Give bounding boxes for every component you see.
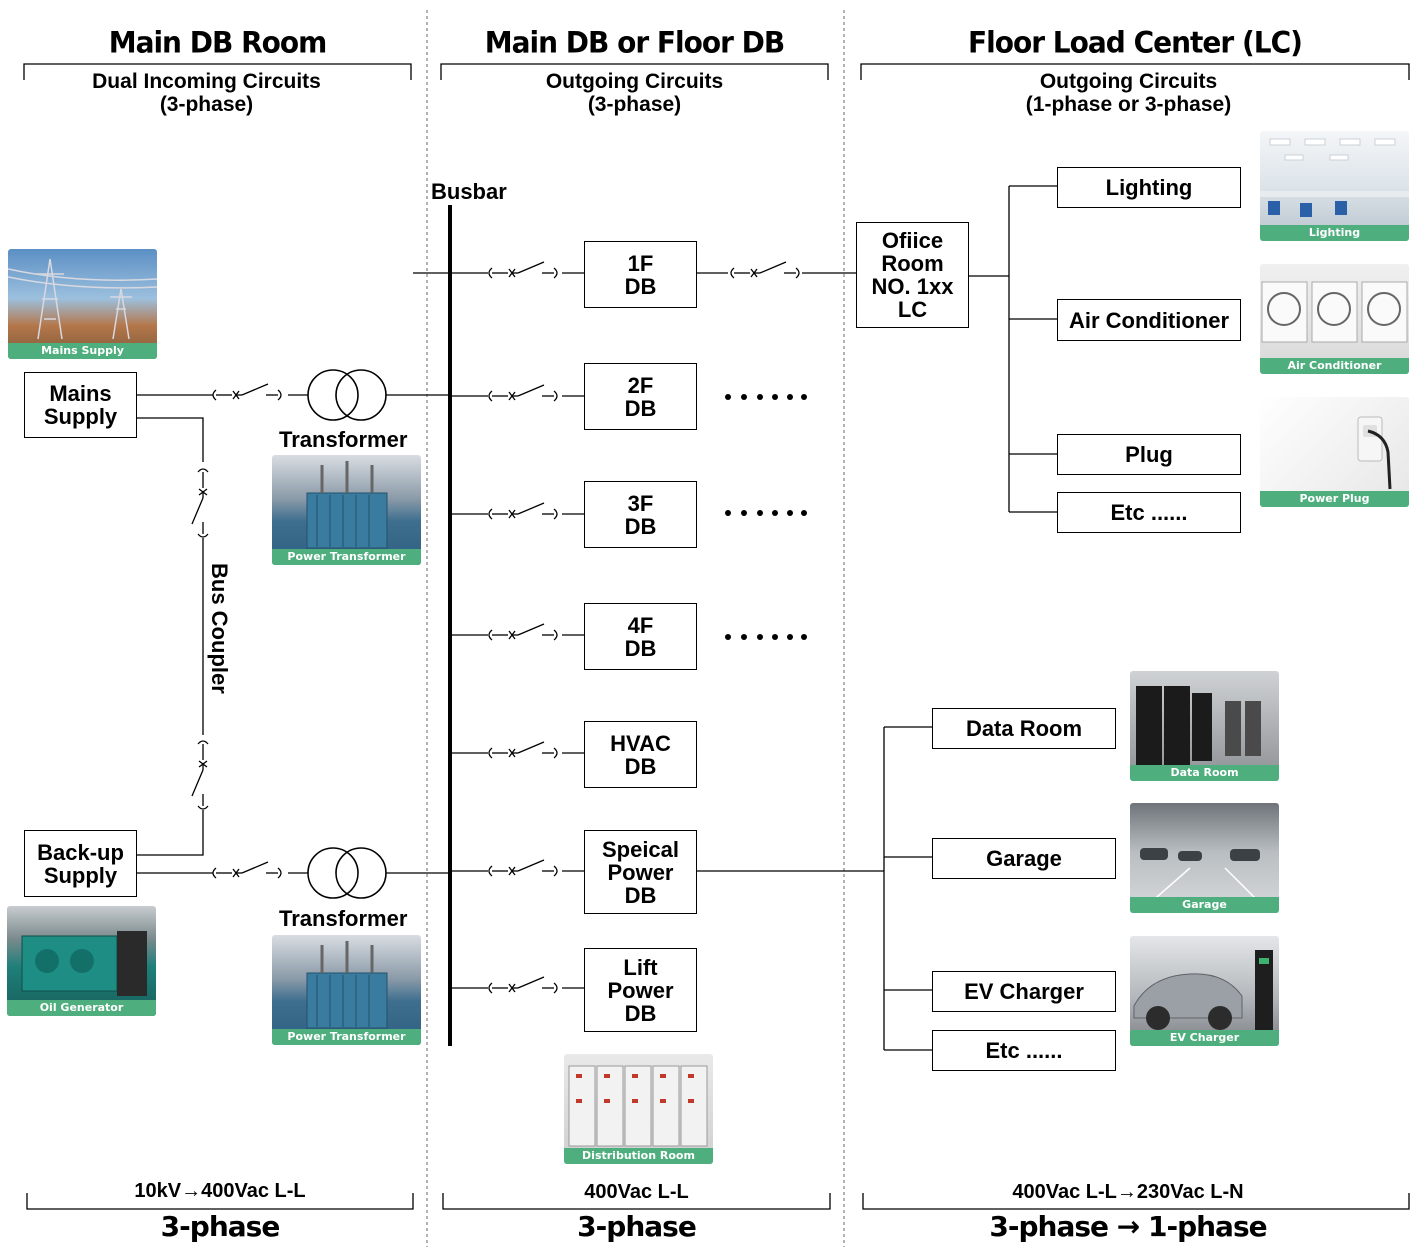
db-box-3f: 3F DB — [584, 481, 697, 548]
transformer-winding — [307, 369, 359, 421]
load-box-ev-charger: EV Charger — [932, 971, 1116, 1012]
circuit-breaker-icon — [488, 741, 558, 759]
voltage-label: 400Vac L-L — [584, 1181, 689, 1203]
phase-label: 3-phase — [577, 1210, 697, 1243]
backup-supply-box: Back-up Supply — [24, 830, 137, 897]
db-box-1f: 1F DB — [584, 241, 697, 308]
db-box-4f: 4F DB — [584, 603, 697, 670]
header-bracket — [860, 63, 1410, 80]
db-box-2f: 2F DB — [584, 363, 697, 430]
photo-caption: Power Transformer — [272, 549, 421, 565]
circuit-breaker-icon — [488, 623, 558, 641]
ev-car-icon — [1133, 950, 1273, 1030]
column-subtitle: (1-phase or 3-phase) — [1025, 93, 1232, 116]
bus-coupler-label: Bus Coupler — [207, 563, 232, 694]
circuit-breaker-icon — [191, 740, 209, 810]
column-subtitle: (3-phase) — [159, 93, 254, 116]
voltage-label: 400Vac L-L→230Vac L-N — [1012, 1181, 1244, 1203]
circuit-breaker-icon — [191, 468, 209, 538]
footer-bracket — [862, 1193, 1410, 1210]
photo-power-transformer: Power Transformer — [272, 935, 421, 1045]
load-box-plug: Plug — [1057, 434, 1241, 475]
footer-bracket — [442, 1193, 831, 1210]
office-lc-box: Ofiice Room NO. 1xx LC — [856, 222, 969, 328]
continuation-dots — [725, 634, 807, 640]
transformer-winding — [335, 369, 387, 421]
continuation-dots — [725, 510, 807, 516]
db-box-hvac: HVAC DB — [584, 721, 697, 788]
column-heading-load-center: Floor Load Center (LC) — [968, 25, 1303, 60]
column-subtitle: Outgoing Circuits — [1039, 70, 1218, 93]
load-box-air-conditioner: Air Conditioner — [1057, 299, 1241, 341]
photo-caption: Distribution Room — [564, 1148, 713, 1164]
photo-caption: Power Plug — [1260, 491, 1409, 507]
transformer-winding — [335, 847, 387, 899]
transformer-label: Transformer — [279, 906, 408, 931]
photo-garage: Garage — [1130, 803, 1279, 913]
photo-caption: Power Transformer — [272, 1029, 421, 1045]
office-lighting-icon — [1260, 138, 1409, 217]
circuit-breaker-icon — [488, 384, 558, 402]
photo-caption: EV Charger — [1130, 1030, 1279, 1046]
load-box-lighting: Lighting — [1057, 167, 1241, 208]
circuit-breaker-icon — [488, 859, 558, 877]
load-box-data-room: Data Room — [932, 708, 1116, 749]
header-bracket — [440, 63, 829, 80]
photo-distribution-room: Distribution Room — [564, 1054, 713, 1164]
photo-caption: Air Conditioner — [1260, 358, 1409, 374]
transformer-photo-icon — [306, 461, 388, 549]
wall-socket-icon — [1357, 416, 1392, 490]
column-heading-main-db-room: Main DB Room — [108, 25, 328, 60]
photo-mains-supply: Mains Supply — [8, 249, 157, 359]
column-subtitle: Outgoing Circuits — [545, 70, 724, 93]
busbar-label: Busbar — [431, 179, 507, 204]
generator-photo-icon — [21, 931, 147, 996]
photo-caption: Oil Generator — [7, 1000, 156, 1016]
circuit-breaker-icon — [212, 861, 282, 879]
transformer-label: Transformer — [279, 427, 408, 452]
photo-power-plug: Power Plug — [1260, 397, 1409, 507]
column-subtitle: Dual Incoming Circuits — [92, 70, 321, 93]
photo-caption: Lighting — [1260, 225, 1409, 241]
circuit-breaker-icon — [212, 383, 282, 401]
voltage-label: 10kV→400Vac L-L — [134, 1180, 306, 1202]
photo-lighting: Lighting — [1260, 131, 1409, 241]
photo-oil-generator: Oil Generator — [7, 906, 156, 1016]
header-bracket — [23, 63, 412, 80]
load-box-etc-special: Etc ...... — [932, 1030, 1116, 1071]
photo-air-conditioner: Air Conditioner — [1260, 264, 1409, 374]
power-pylon-icon — [8, 258, 157, 340]
photo-ev-charger: EV Charger — [1130, 936, 1279, 1046]
photo-caption: Data Room — [1130, 765, 1279, 781]
switchgear-photo-icon — [568, 1065, 708, 1147]
column-heading-floor-db: Main DB or Floor DB — [484, 25, 786, 60]
photo-data-room: Data Room — [1130, 671, 1279, 781]
phase-label: 3-phase — [160, 1210, 281, 1243]
phase-label: 3-phase → 1-phase — [989, 1210, 1267, 1243]
load-box-etc: Etc ...... — [1057, 492, 1241, 533]
photo-power-transformer: Power Transformer — [272, 455, 421, 565]
transformer-photo-icon — [306, 941, 388, 1029]
circuit-breaker-icon — [488, 261, 558, 279]
column-subtitle: (3-phase) — [587, 93, 682, 116]
circuit-breaker-icon — [488, 976, 558, 994]
db-box-lift-power: Lift Power DB — [584, 948, 697, 1032]
mains-supply-box: Mains Supply — [24, 372, 137, 438]
load-box-garage: Garage — [932, 838, 1116, 879]
photo-caption: Garage — [1130, 897, 1279, 913]
circuit-breaker-icon — [488, 502, 558, 520]
db-box-special-power: Speical Power DB — [584, 830, 697, 914]
transformer-winding — [307, 847, 359, 899]
ac-unit-icon — [1261, 281, 1408, 343]
server-rack-icon — [1136, 686, 1261, 766]
photo-caption: Mains Supply — [8, 343, 157, 359]
footer-bracket — [26, 1193, 414, 1210]
continuation-dots — [725, 394, 807, 400]
circuit-breaker-icon — [730, 261, 800, 279]
